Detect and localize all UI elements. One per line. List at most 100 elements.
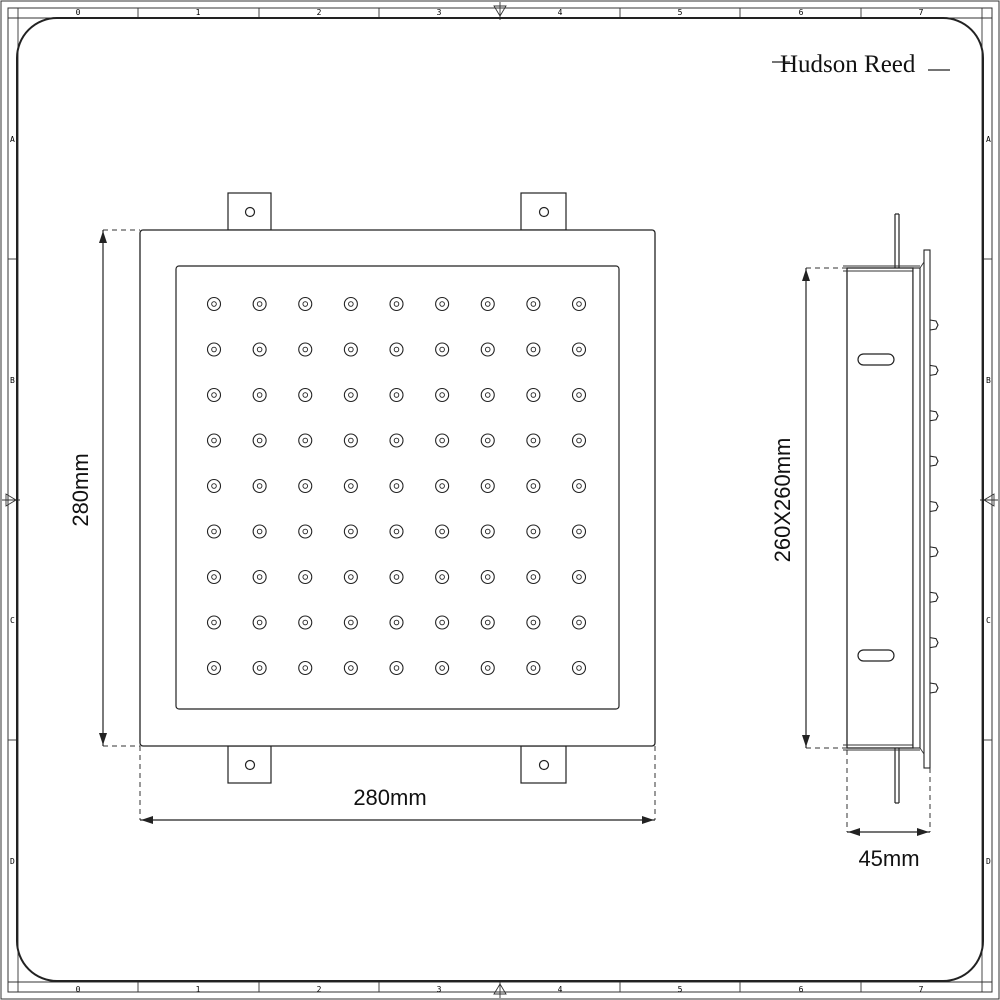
col-label-0-bottom: 0: [76, 985, 81, 994]
nozzle-core: [485, 619, 491, 626]
side-body: [846, 267, 914, 749]
nozzle-core: [485, 574, 491, 580]
side-face-plate: [912, 267, 921, 749]
nozzle-core: [211, 301, 217, 307]
mounting-tab: [227, 192, 272, 231]
nozzle-core: [211, 528, 217, 535]
nozzle-core: [211, 392, 217, 398]
row-label-c-right: C: [986, 616, 991, 625]
nozzle-core: [393, 528, 400, 535]
nozzle-core: [576, 483, 582, 489]
row-label-d-right: D: [986, 857, 991, 866]
nozzle-core: [211, 665, 217, 671]
row-label-c-left: C: [10, 616, 15, 625]
side-cover-plate: [923, 249, 931, 769]
side-nozzle-stub: [929, 682, 939, 694]
nozzle-core: [485, 528, 491, 535]
col-label-3-bottom: 3: [437, 985, 442, 994]
col-label-4-bottom: 4: [558, 985, 563, 994]
nozzle-core: [485, 483, 491, 489]
brand-logo: Hudson Reed: [772, 51, 950, 78]
col-label-2-top: 2: [317, 8, 322, 17]
nozzle-core: [256, 301, 263, 307]
col-label-0-top: 0: [76, 8, 81, 17]
mounting-slot: [857, 649, 895, 662]
nozzle-core: [348, 437, 354, 444]
col-label-4-top: 4: [558, 8, 563, 17]
nozzle-core: [348, 619, 354, 626]
nozzle-core: [485, 392, 491, 398]
row-label-a-left: A: [10, 135, 15, 144]
nozzle-core: [485, 301, 491, 307]
nozzle-core: [439, 483, 445, 489]
nozzle-core: [348, 346, 354, 353]
nozzle-core: [256, 483, 263, 489]
col-label-1-top: 1: [196, 8, 201, 17]
side-face-label: 260X260mm: [770, 438, 795, 563]
nozzle-core: [302, 392, 309, 398]
nozzle-core: [302, 619, 309, 626]
nozzle-core: [211, 346, 217, 353]
mounting-tab: [520, 192, 567, 231]
nozzle-core: [530, 619, 537, 626]
mounting-slot: [857, 353, 895, 366]
nozzle-core: [393, 574, 400, 580]
side-nozzle-stub: [929, 591, 939, 603]
col-label-3-top: 3: [437, 8, 442, 17]
nozzle-core: [439, 346, 445, 353]
nozzle-core: [439, 665, 445, 671]
nozzle-core: [485, 346, 491, 353]
nozzle-core: [576, 665, 582, 671]
side-depth-label: 45mm: [858, 846, 919, 871]
col-label-7-top: 7: [919, 8, 924, 17]
nozzle-core: [348, 483, 354, 489]
row-label-a-right: A: [986, 135, 991, 144]
nozzle-core: [576, 392, 582, 398]
nozzle-core: [530, 483, 537, 489]
nozzle-core: [439, 619, 445, 626]
nozzle-core: [576, 528, 582, 535]
nozzle-core: [302, 574, 309, 580]
nozzle-core: [485, 665, 491, 671]
nozzle-core: [530, 392, 537, 398]
nozzle-core: [348, 301, 354, 307]
nozzle-core: [256, 619, 263, 626]
nozzle-core: [348, 665, 354, 671]
side-nozzle-stub: [929, 319, 939, 331]
nozzle-core: [256, 392, 263, 398]
nozzle-core: [393, 301, 400, 307]
nozzle-core: [439, 528, 445, 535]
nozzle-core: [302, 346, 309, 353]
nozzle-core: [211, 437, 217, 444]
nozzle-core: [439, 392, 445, 398]
side-view: 260X260mm 45mm: [770, 213, 939, 871]
nozzle-core: [348, 392, 354, 398]
col-label-1-bottom: 1: [196, 985, 201, 994]
nozzle-core: [439, 301, 445, 307]
nozzle-grid: [206, 296, 587, 676]
nozzle-core: [393, 483, 400, 489]
side-nozzle-stub: [929, 546, 939, 558]
row-label-b-right: B: [986, 376, 991, 385]
nozzle-core: [302, 301, 309, 307]
front-width-label: 280mm: [353, 785, 426, 810]
nozzle-core: [256, 437, 263, 444]
nozzle-core: [485, 437, 491, 444]
nozzle-core: [393, 392, 400, 398]
nozzle-core: [211, 483, 217, 489]
drawing-area-border: [16, 17, 984, 982]
nozzle-core: [211, 619, 217, 626]
side-nozzle-stub: [929, 455, 939, 467]
nozzle-core: [576, 301, 582, 307]
nozzle-core: [302, 665, 309, 671]
nozzle-core: [393, 619, 400, 626]
front-height-label: 280mm: [68, 453, 93, 526]
col-label-2-bottom: 2: [317, 985, 322, 994]
nozzle-core: [256, 528, 263, 535]
nozzle-core: [302, 528, 309, 535]
nozzle-core: [530, 437, 537, 444]
nozzle-core: [393, 437, 400, 444]
side-nozzle-stub: [929, 637, 939, 649]
nozzle-core: [530, 574, 537, 580]
